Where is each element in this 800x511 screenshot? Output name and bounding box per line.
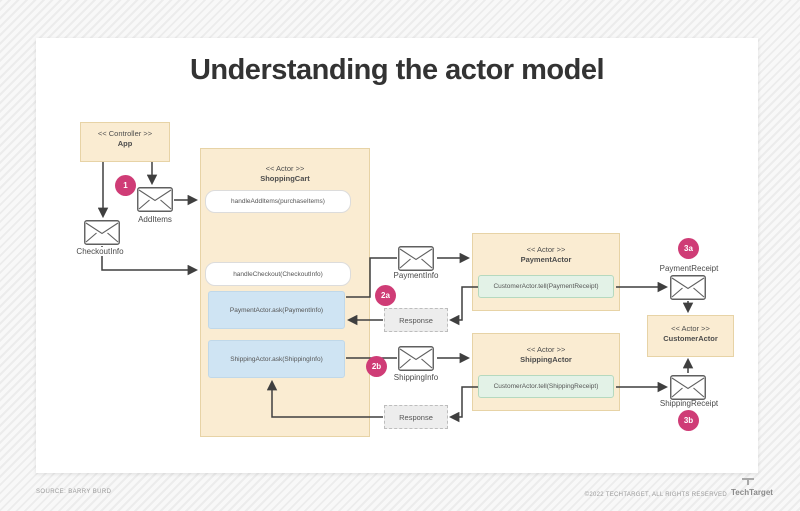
label-shippinginfo: ShippingInfo [393, 373, 439, 382]
handler-add-items: handleAddItems(purchaseItems) [205, 190, 351, 213]
shipping-actor-stereotype: << Actor >> [526, 345, 566, 354]
customer-actor-name: CustomerActor [663, 334, 718, 344]
source-credit: SOURCE: BARRY BURD [36, 489, 112, 495]
ask-payment-actor: PaymentActor.ask(PaymentInfo) [208, 291, 345, 329]
label-paymentreceipt: PaymentReceipt [659, 264, 719, 273]
controller-name: App [117, 139, 133, 149]
tell-payment-receipt: CustomerActor.tell(PaymentReceipt) [478, 275, 614, 298]
step-badge-2a: 2a [375, 285, 396, 306]
controller-stereotype: << Controller >> [97, 129, 153, 138]
step-badge-2b: 2b [366, 356, 387, 377]
payment-actor-name: PaymentActor [520, 255, 572, 265]
shopping-cart-stereotype: << Actor >> [265, 164, 305, 173]
node-payment-actor: << Actor >> PaymentActor [472, 233, 620, 311]
label-shippingreceipt: ShippingReceipt [659, 399, 719, 408]
techtarget-logo-icon [742, 478, 754, 486]
diagram-title: Understanding the actor model [189, 54, 605, 86]
node-customer-actor: << Actor >> CustomerActor [647, 315, 734, 357]
shipping-actor-name: ShippingActor [520, 355, 572, 365]
handler-checkout: handleCheckout(CheckoutInfo) [205, 262, 351, 286]
brand-wordmark: TechTarget [731, 488, 773, 497]
step-badge-3b: 3b [678, 410, 699, 431]
tell-shipping-receipt: CustomerActor.tell(ShippingReceipt) [478, 375, 614, 398]
label-checkoutinfo: CheckoutInfo [68, 247, 132, 256]
node-shipping-actor: << Actor >> ShippingActor [472, 333, 620, 411]
step-badge-1: 1 [115, 175, 136, 196]
ask-shipping-actor: ShippingActor.ask(ShippingInfo) [208, 340, 345, 378]
response-box-payment: Response [384, 308, 448, 332]
label-paymentinfo: PaymentInfo [393, 271, 439, 280]
label-additems: AddItems [138, 215, 172, 224]
copyright-text: ©2022 TECHTARGET, ALL RIGHTS RESERVED [584, 492, 727, 498]
shopping-cart-name: ShoppingCart [260, 174, 310, 184]
payment-actor-stereotype: << Actor >> [526, 245, 566, 254]
response-box-shipping: Response [384, 405, 448, 429]
node-controller-app: << Controller >> App [80, 122, 170, 162]
customer-actor-stereotype: << Actor >> [671, 324, 710, 333]
step-badge-3a: 3a [678, 238, 699, 259]
